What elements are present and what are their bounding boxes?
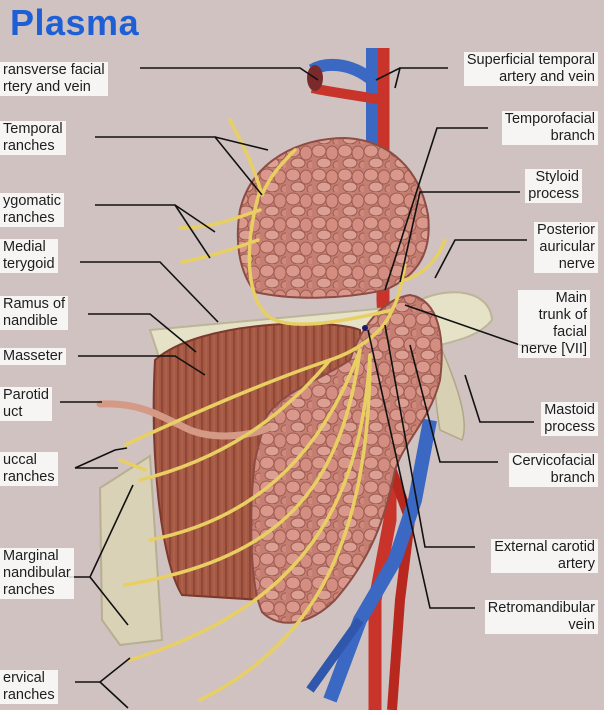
label-parotid-duct: Parotid uct (0, 387, 52, 421)
label-external-carotid: External carotid artery (491, 539, 598, 573)
label-ramus: Ramus of nandible (0, 296, 69, 330)
label-mastoid: Mastoid process (541, 402, 598, 436)
facial-nerve-branches (118, 118, 447, 702)
label-buccal: uccal ranches (0, 452, 58, 486)
page-title: Plasma (10, 2, 140, 43)
label-superficial-temporal: Superficial temporal artery and vein (463, 52, 598, 86)
transverse-facial-vessels (307, 58, 384, 105)
label-zygomatic: ygomatic ranches (0, 193, 65, 227)
nerve-foramen-dot (362, 325, 368, 331)
label-cervical: ervical ranches (0, 670, 58, 704)
label-medial-pterygoid: Medial terygoid (0, 239, 58, 273)
anatomy-diagram: Plasma ransverse facial rtery and vein T… (0, 0, 604, 710)
label-temporal: Temporal ranches (0, 121, 66, 155)
label-retromandibular: Retromandibular vein (484, 600, 598, 634)
label-temporofacial: Temporofacial branch (501, 111, 598, 145)
label-main-trunk: Main trunk of facial nerve [VII] (517, 290, 590, 358)
label-transverse-facial: ransverse facial rtery and vein (0, 62, 108, 96)
label-cervicofacial: Cervicofacial branch (509, 453, 598, 487)
label-posterior-auricular: Posterior auricular nerve (533, 222, 598, 273)
parotid-gland-upper (236, 136, 430, 299)
anatomy-illustration (60, 48, 550, 710)
label-marginal: Marginal nandibular ranches (0, 548, 74, 599)
label-masseter: Masseter (0, 348, 66, 365)
label-styloid: Styloid process (525, 169, 582, 203)
